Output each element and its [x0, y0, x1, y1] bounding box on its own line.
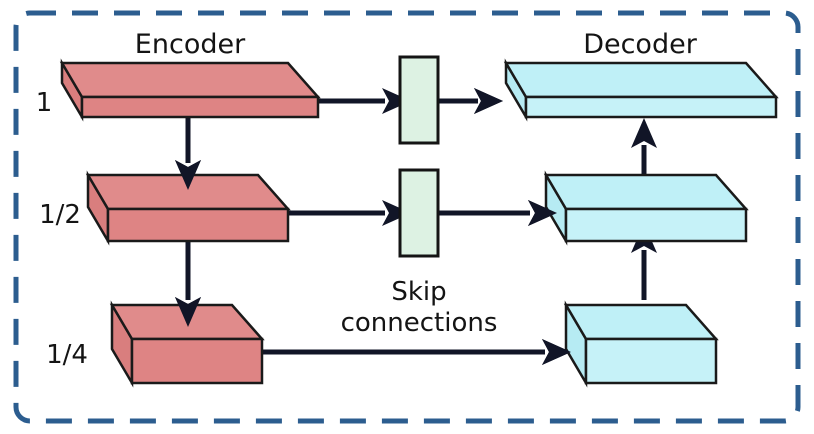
skip-box-2 — [398, 168, 440, 258]
encoder-block-1 — [59, 58, 321, 122]
decoder-block-2 — [543, 170, 749, 246]
decoder-block-1 — [503, 58, 779, 122]
arrow-encoder2-to-skip2 — [288, 200, 411, 226]
arrow-encoder3-to-decoder3 — [262, 339, 571, 365]
arrowhead-overlays — [175, 88, 571, 365]
skip-box-1 — [398, 55, 440, 145]
scale-label-quarter: 1/4 — [46, 340, 88, 370]
decoder-title: Decoder — [583, 29, 698, 60]
scale-label-1: 1 — [36, 88, 53, 118]
decoder-block-3 — [563, 300, 719, 388]
arrow-upsample-1 — [631, 118, 657, 180]
skip-label-line2: connections — [341, 308, 498, 338]
scale-label-half: 1/2 — [39, 200, 81, 230]
dashed-border — [13, 10, 801, 424]
arrow-encoder1-to-skip1 — [318, 88, 411, 114]
encoder-block-2 — [85, 170, 291, 246]
skip-label-line1: Skip — [391, 277, 446, 307]
encoder-title: Encoder — [135, 29, 246, 60]
